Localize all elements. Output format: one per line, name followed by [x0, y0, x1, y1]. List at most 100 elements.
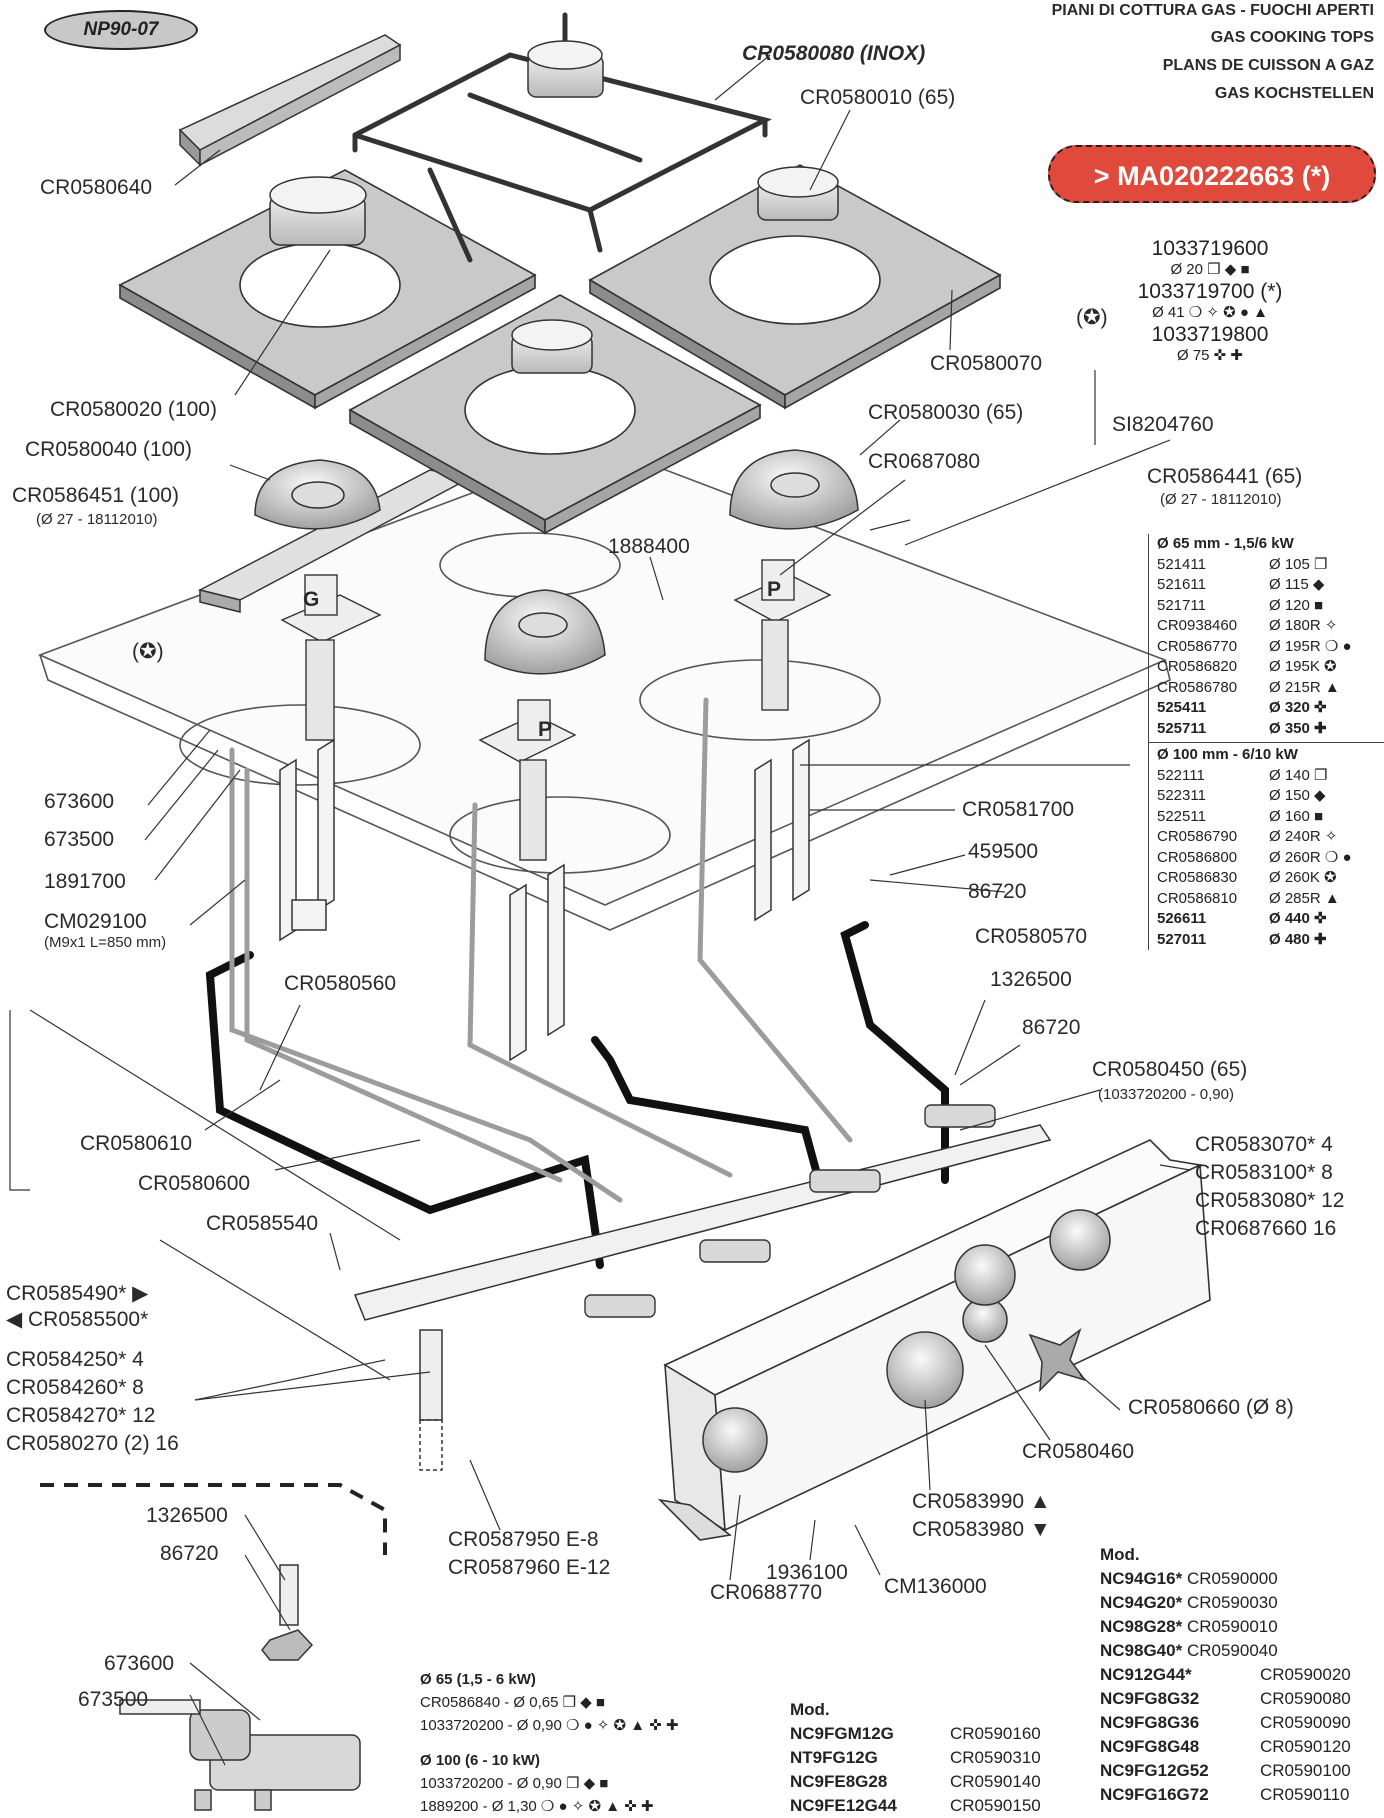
part-label: CR0583100* 8 — [1195, 1161, 1333, 1184]
part-label: CR0586451 (100) — [12, 484, 179, 507]
part-label: CR0580640 — [40, 176, 153, 199]
part-label: CR0584270* 12 — [6, 1404, 156, 1427]
burner-letter-p: P — [538, 718, 553, 741]
catalog-badge: NP90-07 — [44, 10, 198, 50]
part-label: 1888400 — [608, 535, 690, 558]
part-label: CR0580450 (65) — [1092, 1058, 1248, 1081]
model-table-title: Mod. — [1100, 1545, 1140, 1564]
model-table-b: Mod. NC94G16* CR0590000 NC94G20* CR05900… — [1100, 1543, 1351, 1807]
header-line-3: PLANS DE CUISSON A GAZ — [1162, 57, 1374, 74]
part-label: CR0688770 — [710, 1581, 823, 1604]
part-label: 1326500 — [146, 1504, 228, 1527]
header-line-4: GAS KOCHSTELLEN — [1214, 85, 1374, 102]
part-label: CR0580030 (65) — [868, 401, 1024, 424]
model-table-title: Mod. — [790, 1700, 830, 1719]
part-label: 1891700 — [44, 870, 126, 893]
header-line-1: PIANI DI COTTURA GAS - FUOCHI APERTI — [1051, 2, 1374, 19]
model-row: NC912G44*CR0590020 — [1100, 1665, 1351, 1684]
part-label: ◀ CR0585500* — [6, 1308, 149, 1331]
part-label: CR0580070 — [930, 352, 1043, 375]
injector-code: 1033719800 — [1151, 323, 1269, 346]
injector-spec: Ø 20 ❐ ◆ ■ — [1170, 261, 1250, 278]
part-label: CR0580660 (Ø 8) — [1128, 1396, 1294, 1419]
part-label: 86720 — [1022, 1016, 1081, 1039]
part-label: 673600 — [44, 790, 115, 813]
part-label: CR0584250* 4 — [6, 1348, 144, 1371]
model-row: NC94G20* CR0590030 — [1100, 1593, 1278, 1612]
part-label: CR0580600 — [138, 1172, 251, 1195]
model-row: NC94G16* CR0590000 — [1100, 1569, 1278, 1588]
part-label: CR0583070* 4 — [1195, 1133, 1333, 1156]
part-label: CR0583080* 12 — [1195, 1189, 1345, 1212]
burner-bodies — [280, 559, 832, 861]
part-note: (Ø 27 - 18112010) — [1160, 491, 1282, 508]
part-label: SI8204760 — [1112, 413, 1214, 436]
leader-lines — [9, 54, 1191, 1766]
nozzle-heading: Ø 100 (6 - 10 kW) — [420, 1752, 541, 1769]
part-label: CR0580270 (2) 16 — [6, 1432, 179, 1455]
nozzle-row: CR0586840 - Ø 0,65 ❐ ◆ ■ — [420, 1694, 605, 1711]
part-note: (Ø 27 - 18112010) — [36, 511, 158, 528]
part-label: CR0687660 16 — [1195, 1217, 1337, 1240]
part-label: CR0585540 — [206, 1212, 319, 1235]
part-label: CR0583990 ▲ — [912, 1490, 1051, 1513]
part-label: (✪) — [132, 640, 164, 663]
part-label: CR0580460 — [1022, 1440, 1135, 1463]
injector-code: 1033719700 (*) — [1137, 280, 1283, 303]
model-row: NC98G28* CR0590010 — [1100, 1617, 1278, 1636]
part-label: CR0585490* ▶ — [6, 1282, 149, 1305]
header-line-2: GAS COOKING TOPS — [1210, 29, 1374, 46]
injector-spec: Ø 75 ✜ ✚ — [1177, 347, 1243, 364]
part-label: CR0687080 — [868, 450, 981, 473]
part-label: CR0586441 (65) — [1147, 465, 1303, 488]
burner-letter-g: G — [303, 588, 320, 611]
part-label: (✪) — [1076, 306, 1108, 329]
part-label: CR0587950 E-8 — [448, 1528, 599, 1551]
part-label: CR0580570 — [975, 925, 1088, 948]
part-label: 1936100 — [766, 1561, 848, 1584]
grate-back-right — [588, 164, 1002, 410]
burner-caps — [254, 449, 859, 675]
part-label: CR0584260* 8 — [6, 1376, 144, 1399]
part-label: 673600 — [104, 1652, 175, 1675]
part-label: CR0580010 (65) — [800, 86, 956, 109]
part-note: (M9x1 L=850 mm) — [44, 934, 167, 951]
part-label: CR0580610 — [80, 1132, 193, 1155]
part-label: CM029100 — [44, 910, 147, 933]
part-label: CR0583980 ▼ — [912, 1518, 1051, 1541]
table-title: Ø 100 mm - 6/10 kW — [1157, 746, 1298, 763]
model-row: NC98G40* CR0590040 — [1100, 1641, 1278, 1660]
part-label: 1326500 — [990, 968, 1072, 991]
nozzle-heading: Ø 65 (1,5 - 6 kW) — [420, 1671, 536, 1688]
part-label: 673500 — [44, 828, 115, 851]
burner-supports — [279, 738, 810, 1062]
part-label: CR0587960 E-12 — [448, 1556, 611, 1579]
